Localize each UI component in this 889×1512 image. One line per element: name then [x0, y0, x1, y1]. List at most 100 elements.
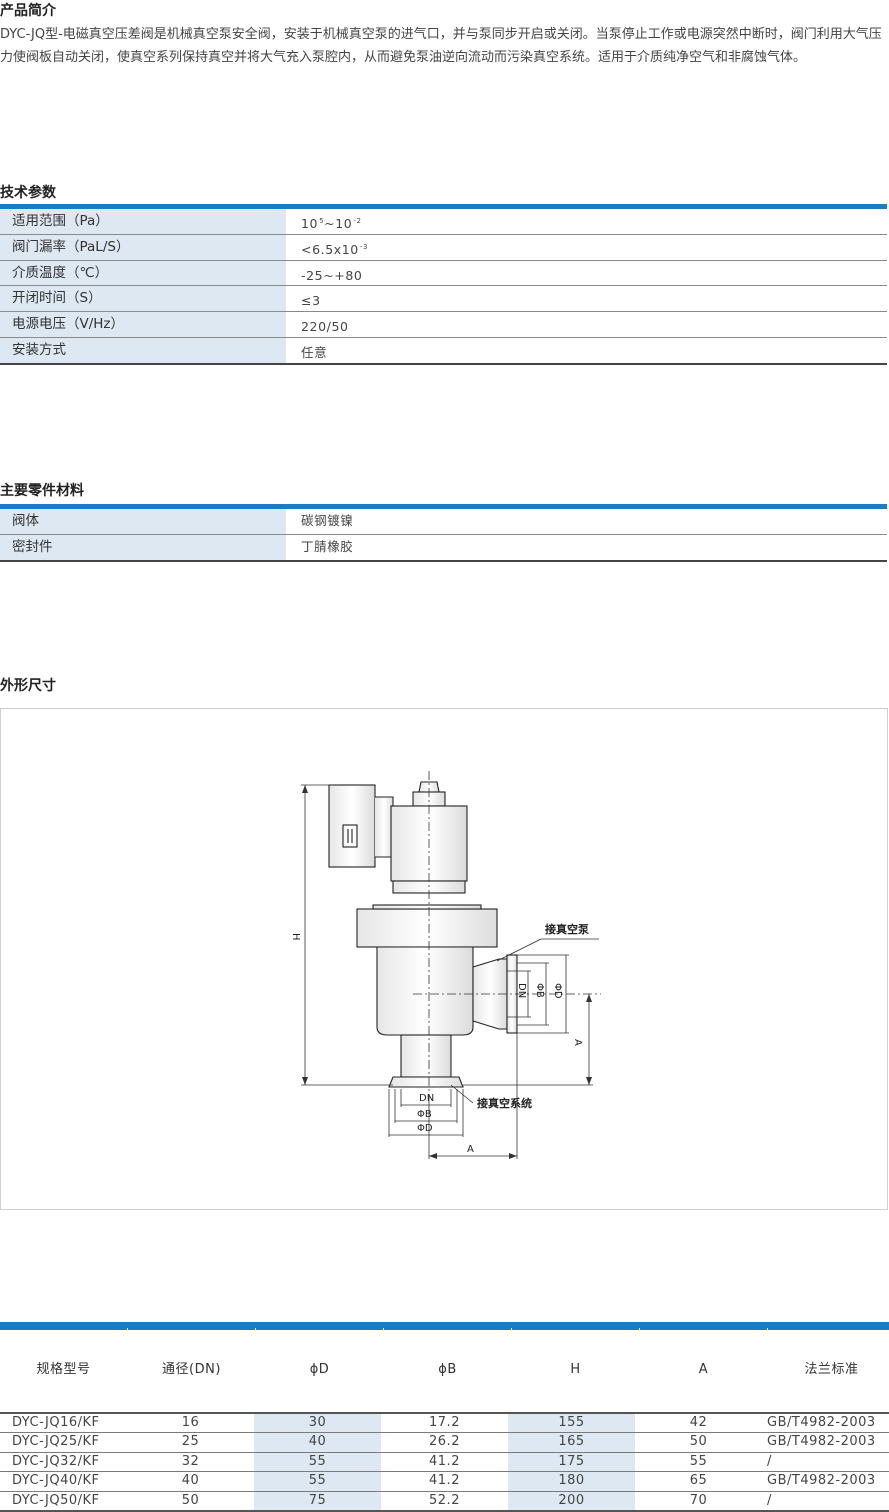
- param-row: 密封件丁腈橡胶: [0, 534, 887, 562]
- table-cell: 16: [181, 1415, 200, 1430]
- table-cell: DYC-JQ50/KF: [12, 1492, 100, 1508]
- table-cell: 50: [689, 1434, 708, 1450]
- param-value-exp: 5: [319, 217, 325, 225]
- column-header: ϕB: [384, 1328, 512, 1412]
- tech-title: 技术参数: [0, 185, 56, 201]
- param-row: 安装方式任意: [0, 337, 887, 365]
- table-cell: 55: [689, 1453, 708, 1469]
- table-cell: 42: [689, 1415, 708, 1430]
- column-header: 法兰标准: [768, 1328, 889, 1412]
- dim-h-label: H: [290, 933, 301, 941]
- param-key: 阀体: [0, 509, 287, 534]
- table-cell: 41.2: [429, 1473, 460, 1489]
- table-row: DYC-JQ40/KF 40 55 41.2 180 65 GB/T4982-2003: [0, 1472, 889, 1492]
- table-cell: GB/T4982-2003: [767, 1473, 876, 1489]
- table-cell: 200: [508, 1491, 635, 1510]
- table-cell: 55: [254, 1472, 381, 1491]
- table-row: DYC-JQ32/KF 32 55 41.2 175 55 /: [0, 1452, 889, 1473]
- dim-a-label: A: [572, 1039, 583, 1046]
- materials-table: 阀体碳钢镀镍密封件丁腈橡胶: [0, 504, 887, 562]
- column-header: 通径(DN): [128, 1328, 256, 1412]
- param-row: 电源电压（V/Hz） 220/50: [0, 312, 887, 338]
- column-header: ϕD: [256, 1328, 384, 1412]
- column-header: H: [512, 1328, 640, 1412]
- param-value-base: <6.5x10: [301, 241, 359, 257]
- param-value-mid: ~10: [324, 216, 353, 231]
- param-key: 介质温度（℃）: [0, 260, 287, 286]
- param-key: 适用范围（Pa）: [0, 209, 287, 234]
- param-key: 密封件: [0, 534, 287, 560]
- intro-title: 产品简介: [0, 3, 56, 19]
- param-value-exp: -3: [359, 242, 369, 251]
- param-value-base: 220/50: [301, 319, 349, 335]
- table-cell: 155: [508, 1414, 635, 1433]
- param-row: 介质温度（℃） -25~+80: [0, 260, 887, 287]
- param-value: 任意: [287, 338, 887, 363]
- table-cell: DYC-JQ25/KF: [12, 1434, 100, 1450]
- param-value-base: 任意: [301, 344, 328, 360]
- table-row: DYC-JQ25/KF 25 40 26.2 165 50 GB/T4982-2003: [0, 1433, 889, 1453]
- table-cell: 41.2: [429, 1453, 460, 1469]
- table-cell: 17.2: [429, 1415, 460, 1430]
- param-value-base: 10: [301, 216, 319, 231]
- table-cell: 180: [508, 1472, 635, 1491]
- valve-body-outline: [328, 781, 518, 1088]
- param-value: <6.5x10-3: [287, 235, 887, 260]
- dim-side-dn-label: DN: [516, 983, 527, 998]
- table-cell: /: [767, 1492, 772, 1508]
- table-row: DYC-JQ50/KF 50 75 52.2 200 70 /: [0, 1491, 889, 1512]
- param-value: -25~+80: [287, 261, 887, 286]
- param-value: 碳钢镀镍: [301, 513, 354, 528]
- table-cell: GB/T4982-2003: [767, 1434, 876, 1450]
- table-cell: 25: [181, 1434, 200, 1450]
- coil-symbol: [342, 824, 358, 848]
- table-cell: 55: [254, 1452, 381, 1472]
- param-value-base: -25~+80: [301, 267, 363, 283]
- param-row: 开闭时间（S） ≤3: [0, 286, 887, 313]
- param-value: 丁腈橡胶: [301, 538, 354, 554]
- table-cell: 165: [508, 1433, 635, 1452]
- param-value: 105~10-2: [287, 209, 887, 234]
- param-key: 阀门漏率（PaL/S）: [0, 234, 287, 260]
- table-cell: 50: [181, 1492, 200, 1508]
- param-value: 220/50: [287, 312, 887, 337]
- table-cell: /: [767, 1453, 772, 1469]
- param-row: 阀体碳钢镀镍: [0, 509, 887, 535]
- param-key: 开闭时间（S）: [0, 286, 287, 312]
- dim-bottom-a-label: A: [467, 1144, 474, 1155]
- dim-bottom-b-label: ΦB: [417, 1109, 432, 1120]
- table-cell: GB/T4982-2003: [767, 1415, 876, 1430]
- param-key: 安装方式: [0, 337, 287, 363]
- dim-side-b-label: ΦB: [534, 983, 545, 998]
- table-cell: 32: [181, 1453, 200, 1469]
- table-cell: 75: [254, 1491, 381, 1510]
- table-cell: 26.2: [429, 1434, 460, 1450]
- label-pump: 接真空泵: [545, 922, 589, 936]
- table-cell: 52.2: [429, 1492, 460, 1508]
- valve-drawing: 接真空泵 接真空系统 H A DN ΦB ΦD DN ΦB ΦD A: [290, 771, 601, 1159]
- materials-title: 主要零件材料: [0, 483, 84, 499]
- param-value-base: ≤3: [301, 293, 321, 309]
- table-cell: 175: [508, 1452, 635, 1472]
- intro-text: DYC-JQ型-电磁真空压差阀是机械真空泵安全阀，安装于机械真空泵的进气口，并与…: [0, 27, 882, 65]
- drawing-frame: 接真空泵 接真空系统 H A DN ΦB ΦD DN ΦB ΦD A: [0, 708, 888, 1210]
- table-cell: 40: [254, 1433, 381, 1452]
- param-row: 阀门漏率（PaL/S）<6.5x10-3: [0, 234, 887, 261]
- table-cell: 70: [689, 1492, 708, 1508]
- table-cell: 40: [181, 1473, 200, 1489]
- dim-bottom-dn-label: DN: [419, 1093, 434, 1104]
- table-cell: 65: [689, 1473, 708, 1489]
- param-key: 电源电压（V/Hz）: [0, 312, 287, 337]
- label-system: 接真空系统: [477, 1096, 532, 1110]
- dim-side-d-label: ΦD: [552, 983, 563, 999]
- param-value-exp: -2: [353, 217, 362, 225]
- dim-bottom-d-label: ΦD: [417, 1123, 433, 1134]
- table-cell: 30: [254, 1414, 381, 1433]
- table-cell: DYC-JQ40/KF: [12, 1473, 100, 1489]
- table-cell: DYC-JQ32/KF: [12, 1453, 100, 1469]
- param-row: 适用范围（Pa）105~10-2: [0, 209, 887, 235]
